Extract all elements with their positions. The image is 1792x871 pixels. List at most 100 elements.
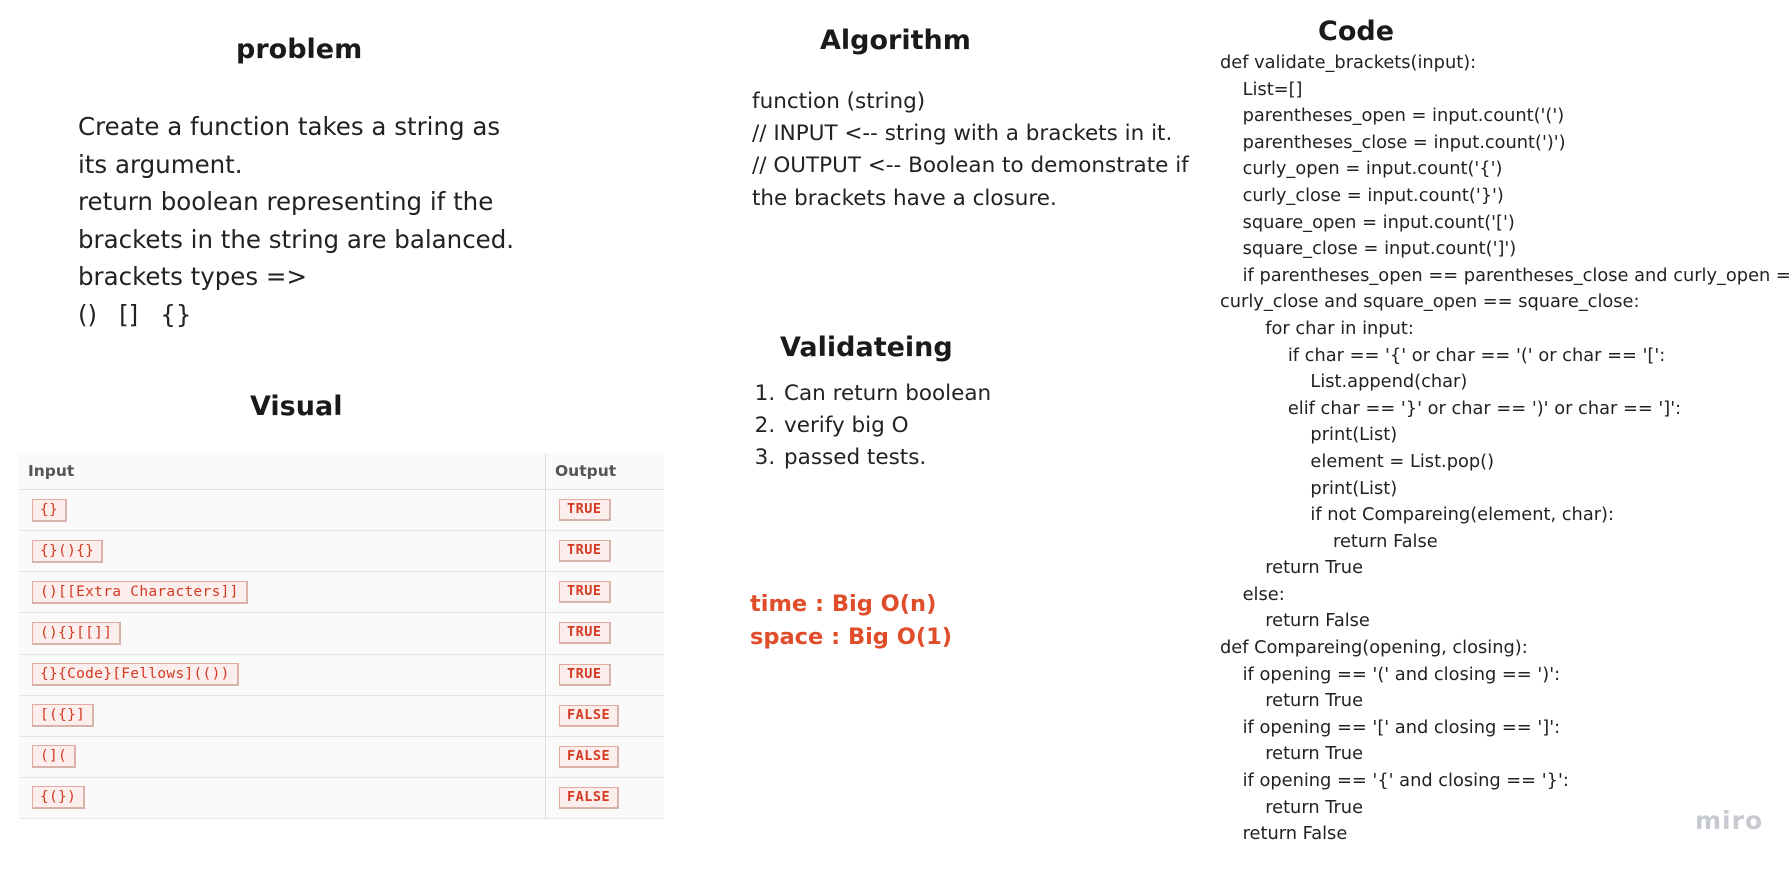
validating-item: verify big O [782,410,991,442]
code-line: print(List) [1220,477,1398,499]
code-line: return True [1220,690,1364,712]
algorithm-description: function (string) // INPUT <-- string wit… [752,86,1189,215]
code-line: return False [1220,610,1370,632]
table-row: [({}] FALSE [19,695,664,737]
output-badge: TRUE [559,581,611,604]
table-row: {(}) FALSE [19,777,664,820]
output-badge: FALSE [559,745,620,768]
input-cell: [({}] [19,695,546,737]
output-cell: FALSE [545,777,664,820]
code-line: return True [1220,743,1364,765]
code-line: def Compareing(opening, closing): [1220,637,1528,659]
input-cell: {(}) [19,777,546,820]
output-column-header: Output [545,453,664,490]
table-row: (){}[[]] TRUE [19,612,664,655]
code-line: return True [1220,796,1364,818]
time-complexity: time : Big O(n) [750,591,937,617]
code-line: else: [1220,583,1285,605]
algorithm-line: the brackets have a closure. [752,185,1057,211]
input-code: [({}] [32,704,95,728]
input-column-header: Input [19,453,546,490]
table-row: {}{Code}[Fellows](()) TRUE [19,654,664,696]
code-line: curly_open = input.count('{') [1220,158,1503,180]
algorithm-line: function (string) [752,89,926,114]
algorithm-line: // INPUT <-- string with a brackets in i… [752,121,1173,147]
input-cell: {} [19,489,546,532]
problem-line: its argument. [78,149,243,179]
bracket-types: () [] {} [78,296,538,334]
miro-logo: miro [1695,806,1764,835]
table-row: ()[[Extra Characters]] TRUE [19,571,664,614]
output-badge: TRUE [559,622,611,645]
output-cell: TRUE [545,571,664,614]
code-line: print(List) [1220,424,1398,446]
visual-table: Input Output {}TRUE{}(){}TRUE()[[Extra C… [19,453,664,820]
input-code: ()[[Extra Characters]] [32,580,248,604]
complexity-notes: time : Big O(n) space : Big O(1) [750,588,952,653]
table-row: {}(){} TRUE [19,530,664,573]
problem-line: brackets types => [78,262,307,291]
code-line: parentheses_close = input.count(')') [1220,131,1566,153]
input-code: (){}[[]] [32,621,122,645]
input-cell: {}{Code}[Fellows](()) [19,654,546,696]
input-cell: {}(){} [19,530,546,573]
algorithm-line: // OUTPUT <-- Boolean to demonstrate if [752,153,1189,179]
output-cell: FALSE [545,695,664,737]
input-code: {}(){} [32,539,104,563]
visual-title: Visual [250,391,343,422]
code-line: List.append(char) [1220,371,1468,393]
code-line: if parentheses_open == parentheses_close… [1220,264,1792,286]
output-cell: FALSE [545,736,664,778]
output-badge: FALSE [559,786,620,809]
code-line: List=[] [1220,78,1303,100]
table-header-row: Input Output [19,453,664,490]
output-badge: TRUE [559,499,611,522]
problem-line: brackets in the string are balanced. [78,224,515,254]
code-line: elif char == '}' or char == ')' or char … [1220,397,1682,419]
code-line: return False [1220,823,1348,845]
input-code: {} [32,498,68,522]
code-line: if not Compareing(element, char): [1220,504,1614,526]
input-cell: ()[[Extra Characters]] [19,571,546,614]
output-badge: TRUE [559,540,611,563]
validating-item: Can return boolean [782,378,991,410]
input-code: (]( [32,745,77,769]
validating-list: Can return booleanverify big Opassed tes… [758,378,991,475]
input-cell: (]( [19,736,546,778]
code-line: curly_close and square_open == square_cl… [1220,291,1640,313]
code-line: if opening == '{' and closing == '}': [1220,770,1569,792]
code-line: return False [1220,530,1438,552]
output-cell: TRUE [545,654,664,696]
input-cell: (){}[[]] [19,612,546,655]
validating-title: Validateing [780,332,953,363]
code-line: for char in input: [1220,317,1414,339]
output-badge: TRUE [559,663,611,686]
input-code: {}{Code}[Fellows](()) [32,663,239,687]
output-cell: TRUE [545,612,664,655]
code-block: def validate_brackets(input): List=[] pa… [1220,50,1792,848]
code-line: if char == '{' or char == '(' or char ==… [1220,344,1666,366]
table-row: (]( FALSE [19,736,664,778]
code-line: parentheses_open = input.count('(') [1220,105,1565,127]
problem-line: Create a function takes a string as [78,112,501,141]
bracket-type: [] [119,299,139,329]
space-complexity: space : Big O(1) [750,623,953,650]
code-line: curly_close = input.count('}') [1220,184,1504,206]
code-line: return True [1220,557,1364,579]
bracket-type: () [78,299,98,329]
algorithm-title: Algorithm [820,25,971,56]
problem-description: Create a function takes a string as its a… [78,108,538,333]
code-title: Code [1318,16,1395,47]
code-line: def validate_brackets(input): [1220,52,1477,73]
input-code: {(}) [32,786,86,810]
code-line: square_close = input.count(']') [1220,238,1517,260]
code-line: if opening == '[' and closing == ']': [1220,716,1561,738]
code-line: square_open = input.count('[') [1220,211,1515,233]
problem-title: problem [236,34,363,65]
code-line: element = List.pop() [1220,450,1495,472]
bracket-type: {} [160,299,192,329]
output-cell: TRUE [545,530,664,573]
code-line: if opening == '(' and closing == ')': [1220,663,1561,685]
output-cell: TRUE [545,489,664,532]
validating-item: passed tests. [782,442,991,474]
